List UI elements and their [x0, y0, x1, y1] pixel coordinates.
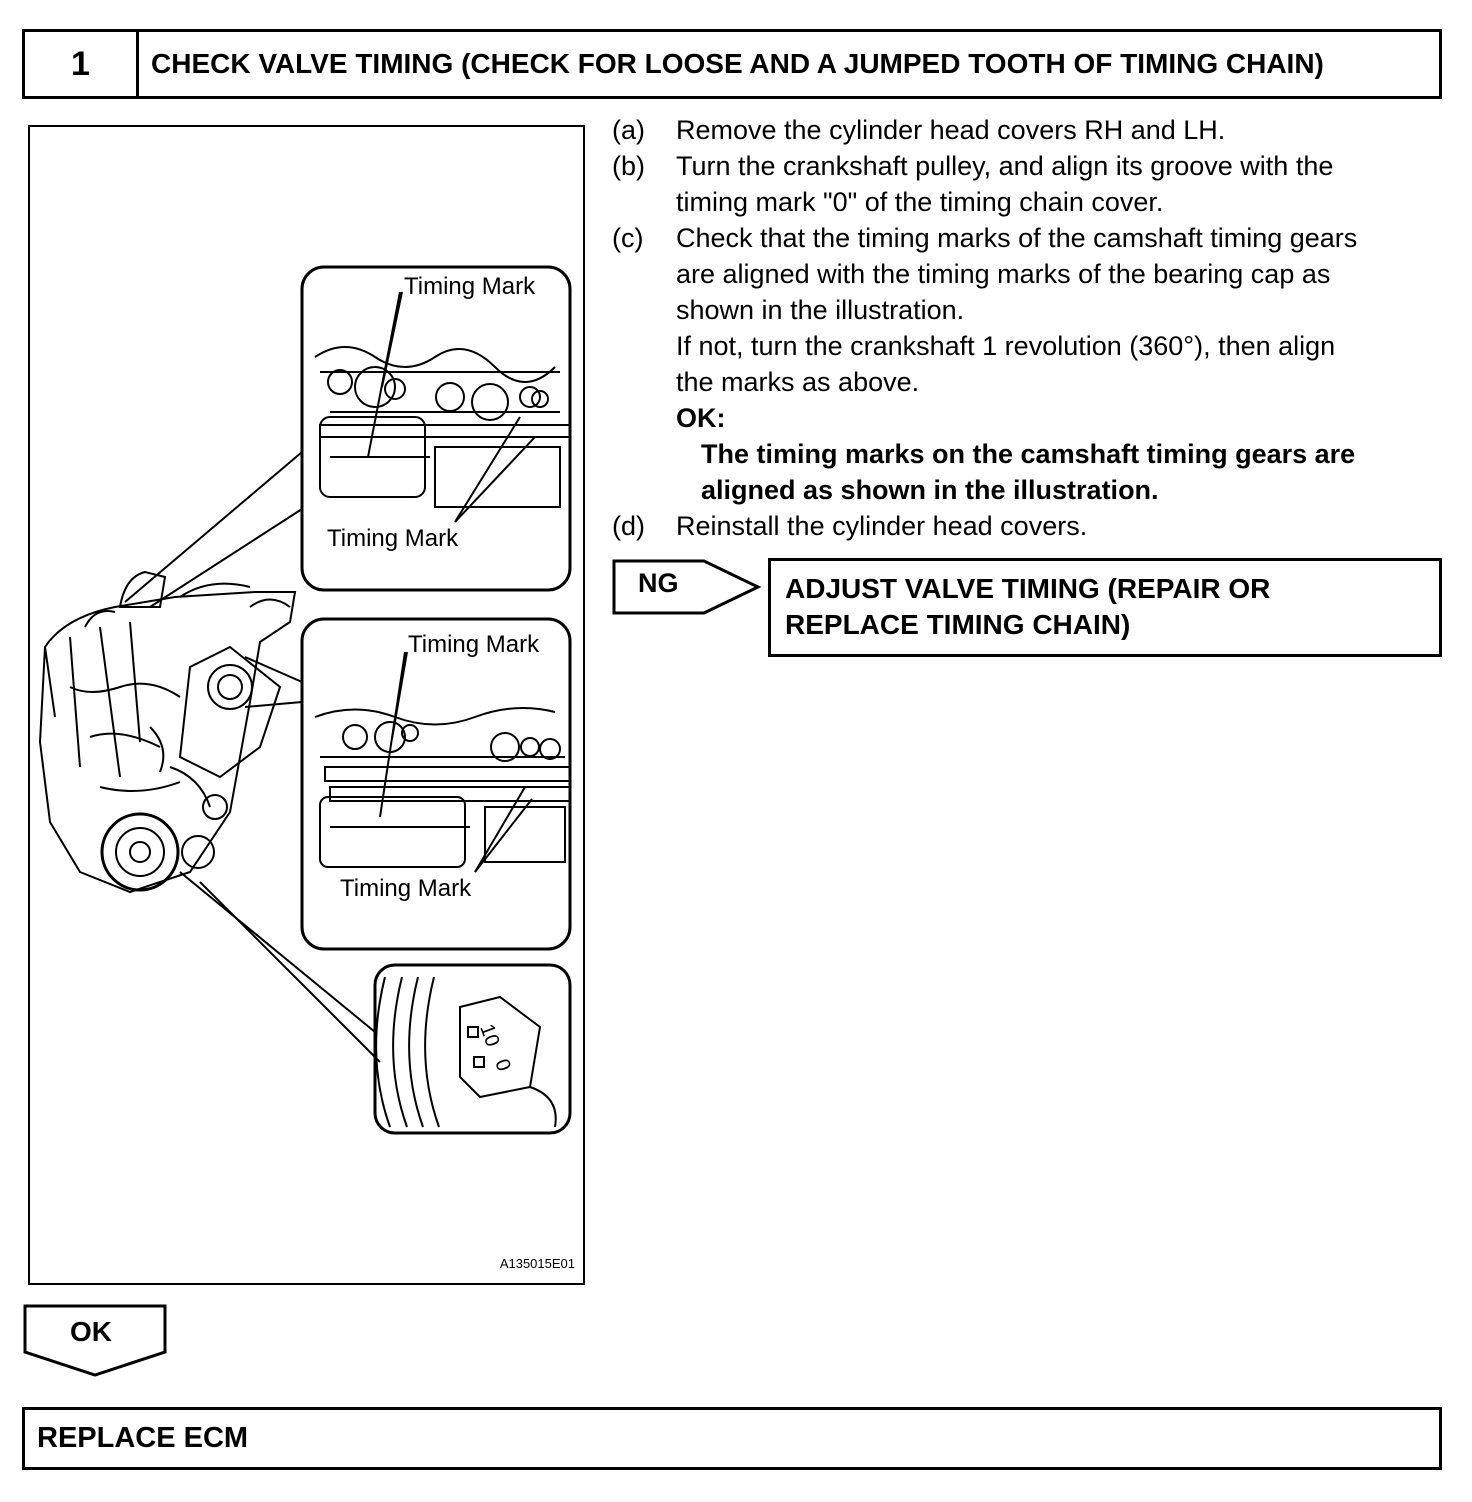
ng-action-box: ADJUST VALVE TIMING (REPAIR OR REPLACE T…	[768, 558, 1442, 657]
figure-code: A135015E01	[499, 1256, 575, 1271]
callout-panel-lower: 10 0	[373, 963, 572, 1135]
step-number: 1	[25, 32, 139, 96]
step-title: CHECK VALVE TIMING (CHECK FOR LOOSE AND …	[151, 48, 1324, 79]
engine-illustration: 10 0 T	[28, 125, 585, 1285]
timing-mark-label: Timing Mark	[340, 875, 472, 902]
callout-pointers	[124, 451, 381, 1063]
engine-diagram: 10 0	[38, 265, 572, 1135]
instruction-b: (b) Turn the crankshaft pulley, and alig…	[612, 151, 1334, 217]
ok-arrow	[23, 1304, 167, 1377]
pulley-mark-10: 10	[475, 1021, 503, 1049]
instruction-d: (d) Reinstall the cylinder head covers.	[612, 511, 1088, 541]
ok-label: OK	[70, 1316, 112, 1347]
pulley-mark-0: 0	[490, 1056, 514, 1074]
instruction-c: (c) Check that the timing marks of the c…	[612, 223, 1358, 325]
ok-action-box: REPLACE ECM	[22, 1407, 1442, 1470]
engine-block	[38, 570, 297, 894]
timing-mark-label: Timing Mark	[327, 525, 459, 552]
callout-panel-upper	[300, 265, 572, 592]
ok-criteria-label: OK:	[676, 403, 726, 433]
ok-criteria-text: The timing marks on the camshaft timing …	[701, 439, 1356, 505]
callout-panel-middle	[300, 617, 572, 951]
ng-label: NG	[638, 568, 679, 598]
instruction-a: (a) Remove the cylinder head covers RH a…	[612, 115, 1226, 145]
timing-mark-label: Timing Mark	[404, 273, 536, 300]
instructions: (a) Remove the cylinder head covers RH a…	[612, 112, 1447, 544]
timing-mark-label: Timing Mark	[408, 631, 540, 658]
step-header: 1 CHECK VALVE TIMING (CHECK FOR LOOSE AN…	[22, 29, 1442, 99]
ng-arrow	[612, 559, 762, 615]
instruction-c-note: If not, turn the crankshaft 1 revolution…	[676, 331, 1336, 397]
